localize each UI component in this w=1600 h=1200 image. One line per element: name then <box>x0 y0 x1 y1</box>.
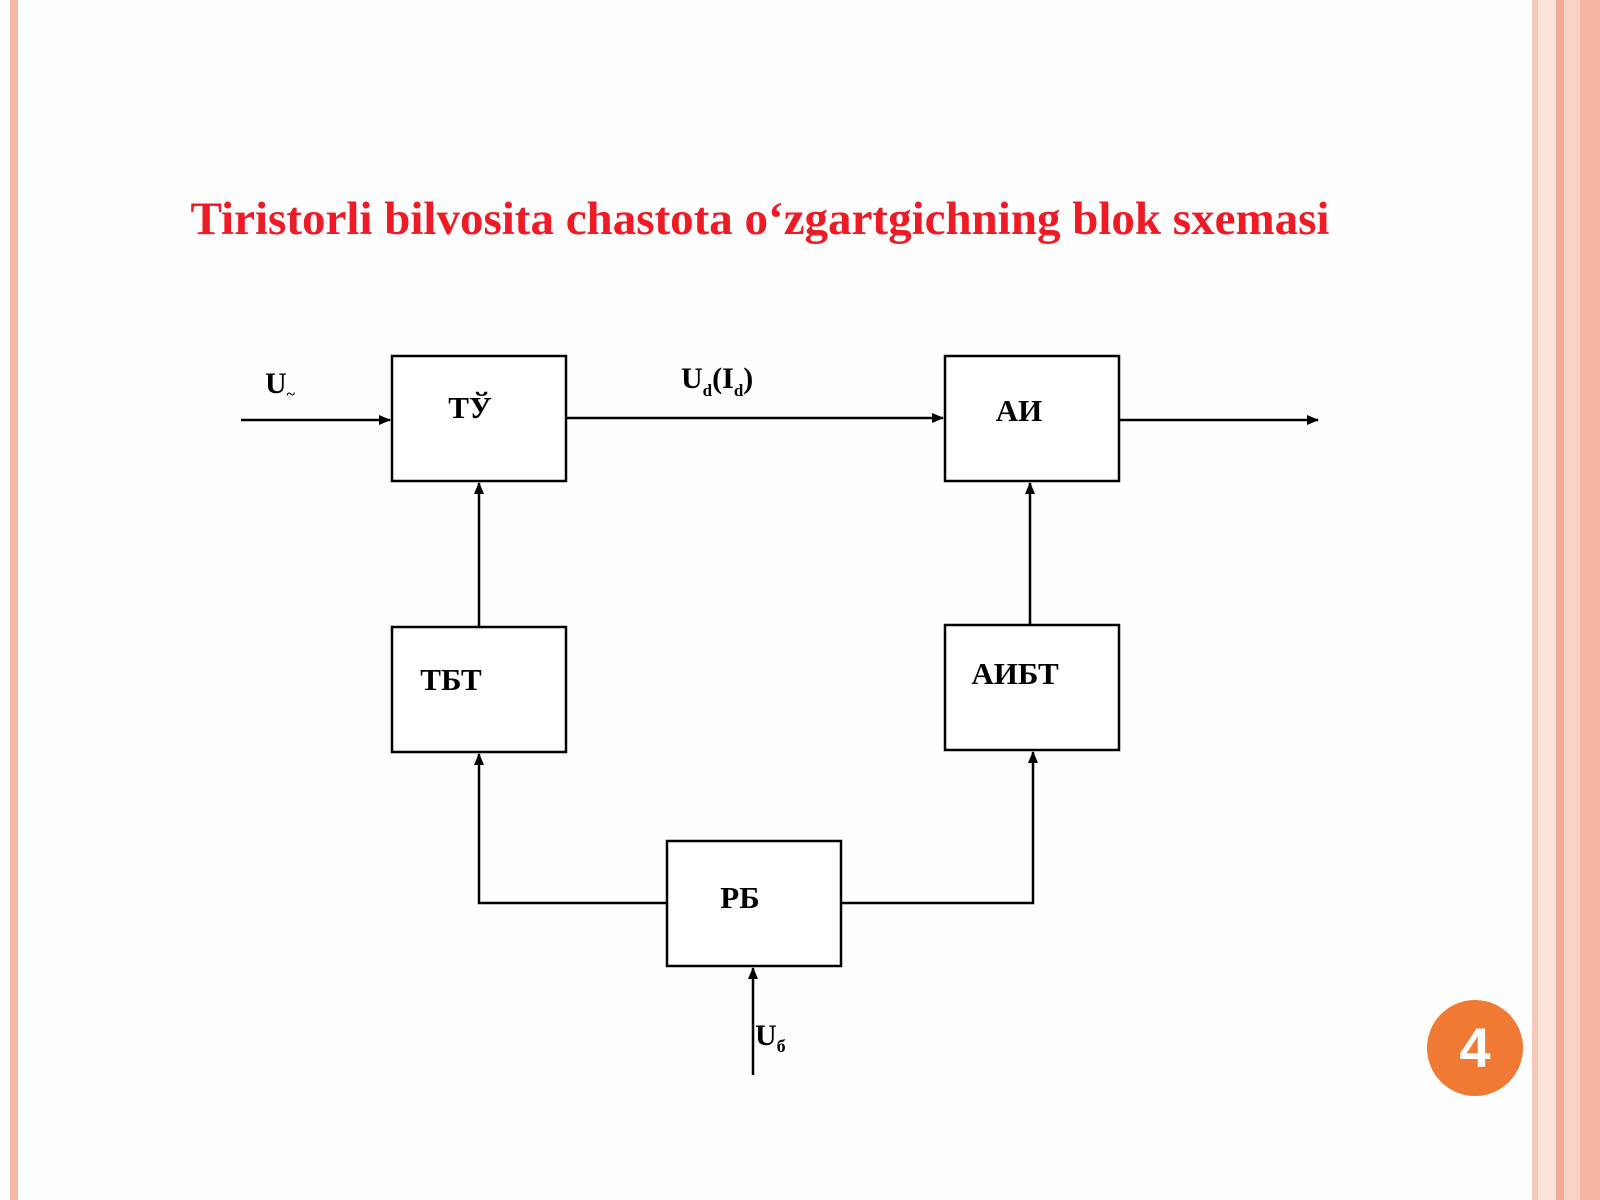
label-reference-voltage: Uб <box>755 1019 786 1056</box>
block-rb: РБ <box>665 839 843 968</box>
block-tu: ТЎ <box>390 354 568 483</box>
block-ai: АИ <box>943 354 1121 483</box>
block-aibt: АИБТ <box>943 623 1121 752</box>
page-number-badge: 4 <box>1427 1000 1523 1096</box>
right-decorative-border <box>1526 0 1600 1200</box>
arrow-rb-to-tbt <box>474 753 667 905</box>
label-dc-link: Ud(Id) <box>681 362 753 400</box>
label-input-voltage: U~ <box>265 367 296 403</box>
block-tbt-label: ТБТ <box>420 662 482 697</box>
slide-title: Tiristorli bilvosita chastota o‘zgartgic… <box>190 193 1330 245</box>
block-rb-label: РБ <box>720 880 759 915</box>
block-tbt: ТБТ <box>390 625 568 754</box>
block-aibt-label: АИБТ <box>971 656 1059 691</box>
block-ai-label: АИ <box>996 393 1043 428</box>
arrow-rb-to-aibt <box>841 751 1038 905</box>
block-tu-label: ТЎ <box>448 390 492 425</box>
left-decorative-stripe <box>10 0 18 1200</box>
